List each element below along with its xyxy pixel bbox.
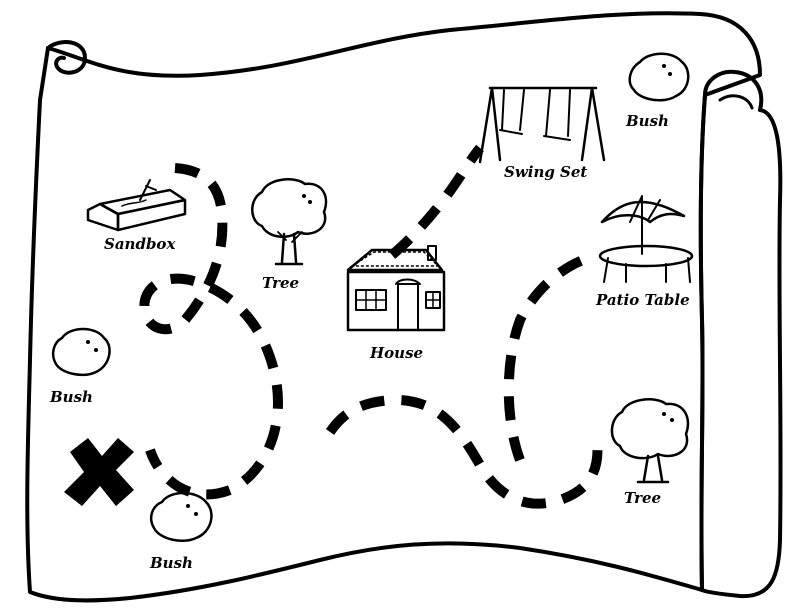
label-tree-top: Tree — [262, 274, 299, 292]
dashed-trail — [139, 144, 603, 509]
patio-table-icon — [598, 195, 694, 283]
label-bush-left: Bush — [49, 388, 93, 406]
scroll-curl-top-left — [46, 40, 87, 75]
x-mark-icon — [64, 438, 134, 506]
bush-icon-top-right — [628, 52, 690, 102]
bush-icon-bottom — [150, 491, 213, 542]
label-house: House — [369, 344, 423, 362]
label-sandbox: Sandbox — [104, 235, 176, 253]
label-bush-top-right: Bush — [625, 112, 669, 130]
label-bush-bottom: Bush — [149, 554, 193, 572]
house-icon — [346, 245, 446, 332]
scroll-paper — [25, 11, 783, 603]
bush-icon-left — [51, 327, 111, 376]
tree-icon-bottom-right — [610, 398, 690, 484]
tree-icon — [251, 178, 328, 266]
scroll-roll-right — [698, 69, 783, 599]
label-patio-table: Patio Table — [595, 291, 690, 309]
label-tree-bottom-right: Tree — [624, 489, 661, 507]
swing-set-icon — [478, 86, 606, 164]
sandbox-icon — [86, 179, 187, 232]
label-swing-set: Swing Set — [504, 163, 587, 181]
